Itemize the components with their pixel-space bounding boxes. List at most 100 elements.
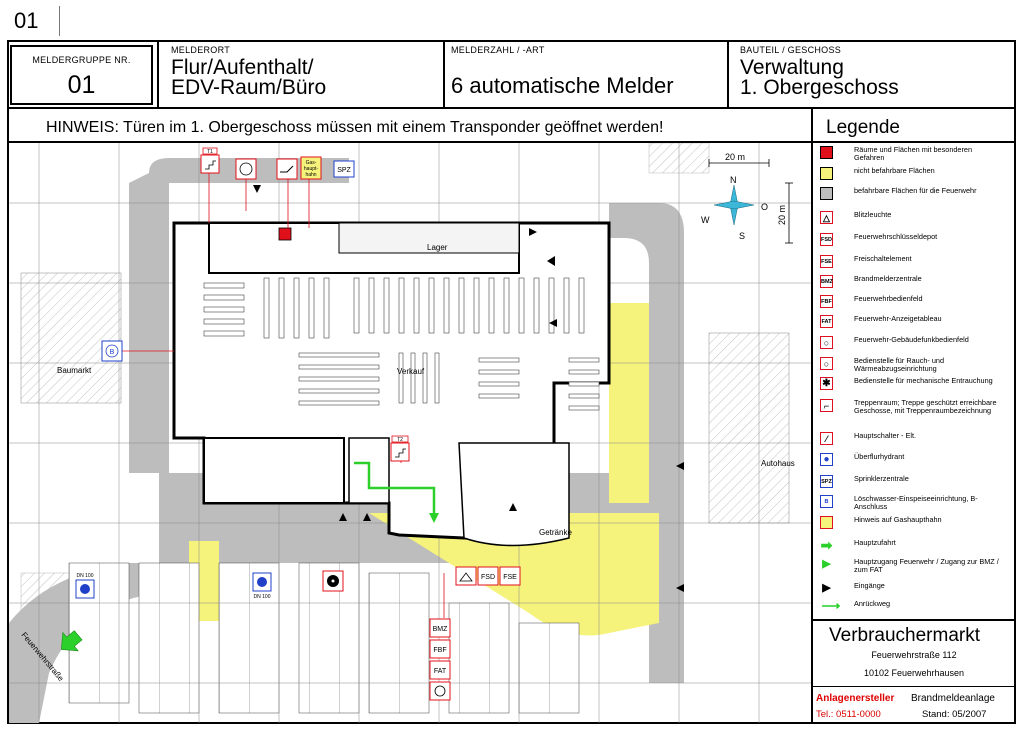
svg-text:B: B <box>110 349 115 356</box>
legend-text: Blitzleuchte <box>854 210 892 219</box>
market-name: Verbrauchermarkt <box>829 625 981 646</box>
legend-text: Feuerwehr-Gebäudefunkbedienfeld <box>854 335 969 344</box>
page-number-divider <box>59 6 60 36</box>
gas-icon <box>820 516 833 529</box>
legend-code: SPZ <box>821 479 832 485</box>
legend-text: Brandmelderzentrale <box>854 274 922 283</box>
main-access-arrow <box>61 630 83 652</box>
legend-title: Legende <box>826 117 900 138</box>
hint-bottom-line <box>7 141 1016 143</box>
page-number: 01 <box>14 8 39 33</box>
location-cell: MELDERORT Flur/Aufenthalt/ EDV-Raum/Büro <box>171 45 326 98</box>
fire-brigade-access-arrow <box>429 513 439 523</box>
system-type: Brandmeldeanlage <box>911 693 995 704</box>
header-divider-1 <box>157 40 159 108</box>
box-icon: SPZ <box>820 475 833 488</box>
box-icon: FBF <box>820 295 833 308</box>
footer-mid-line <box>811 686 1016 687</box>
group-number-value: 01 <box>67 71 96 99</box>
legend-text: Feuerwehrbedienfeld <box>854 294 923 303</box>
part-line-2: 1. Obergeschoss <box>740 76 899 99</box>
legend-text: Sprinklerzentrale <box>854 474 909 483</box>
compass-w: W <box>701 215 710 225</box>
hydrant-icon-2: DN 100 <box>252 572 272 600</box>
count-cell: MELDERZAHL / -ART 6 automatische Melder <box>451 45 674 99</box>
green-line-arrow-icon: ⟶ <box>820 598 842 613</box>
dn2-label: DN 100 <box>254 594 271 600</box>
yellow-square <box>820 167 833 180</box>
legend-text: Bedienstelle für Rauch- und Wärmeabzugse… <box>854 356 945 373</box>
bmz-stack: BMZ FBF FAT <box>429 618 451 701</box>
legend: Räume und Flächen mit besonderen Gefahre… <box>812 143 1016 619</box>
label-getraenke: Getränke <box>539 528 572 537</box>
black-triangle-icon: ▶ <box>820 582 833 595</box>
box-icon: FAT <box>820 315 833 328</box>
hint-text: HINWEIS: Türen im 1. Obergeschoss müssen… <box>46 119 664 136</box>
legend-text: Anrückweg <box>854 599 891 608</box>
location-line-1: Flur/Aufenthalt/ <box>171 56 314 79</box>
legend-code: FAT <box>821 319 832 325</box>
approach-route <box>354 461 436 513</box>
box-icon: FSE <box>820 255 833 268</box>
compass: N S W O <box>701 175 768 241</box>
legend-text: Feuerwehr-Anzeigetableau <box>854 314 942 323</box>
footer-top-line <box>811 619 1016 621</box>
scale-label: 20 m <box>725 152 745 162</box>
count-value: 6 automatische Melder <box>451 73 674 98</box>
radio-unit-icon: ○ <box>820 336 833 349</box>
red-square <box>820 146 833 159</box>
switch-icon <box>276 158 298 180</box>
location-line-2: EDV-Raum/Büro <box>171 76 327 99</box>
green-triangle-icon: ▶ <box>820 558 833 571</box>
shelving <box>203 277 600 411</box>
autohaus-hatch <box>708 332 790 524</box>
compass-o: O <box>761 202 768 212</box>
legend-text: Eingänge <box>854 581 885 590</box>
gas-icon: Gas- haupt- hahn <box>300 156 322 180</box>
location-label: MELDERORT <box>171 45 231 55</box>
b-connection-icon: B <box>820 495 833 508</box>
t2-label: T2 <box>397 437 403 443</box>
green-arrow-icon: ➡ <box>820 537 833 553</box>
part-cell: BAUTEIL / GESCHOSS Verwaltung 1. Oberges… <box>740 45 899 98</box>
fsd-box: FSD <box>477 566 499 586</box>
legend-text: befahrbare Flächen für die Feuerwehr <box>854 186 977 195</box>
market-address-1: Feuerwehrstraße 112 <box>871 650 957 660</box>
switch-icon: ⁄ <box>820 432 833 445</box>
dn1-label: DN 100 <box>77 573 94 579</box>
compass-n: N <box>730 175 737 185</box>
legend-code: FSE <box>821 259 832 265</box>
market-address-2: 10102 Feuerwehrhausen <box>863 668 965 678</box>
bmz-label: BMZ <box>433 626 449 633</box>
gas-label-3: hahn <box>305 172 316 178</box>
scale-label-vertical: 20 m <box>777 205 787 225</box>
header-divider-3 <box>727 40 729 108</box>
legend-text: Überflurhydrant <box>854 452 905 461</box>
hydrant-icon: ● <box>820 453 833 466</box>
header-bottom-line <box>7 107 1016 109</box>
fsd-label: FSD <box>481 574 495 581</box>
legend-divider <box>811 108 813 724</box>
label-baumarkt: Baumarkt <box>57 366 92 375</box>
legend-text: Feuerwehrschlüsseldepot <box>854 232 938 241</box>
smoke-vent-icon <box>235 158 257 180</box>
symbol-t2: T2 <box>390 435 410 462</box>
box-icon: FSD <box>820 233 833 246</box>
compass-s: S <box>739 231 745 241</box>
group-number-label: MELDERGRUPPE NR. <box>32 55 131 65</box>
label-verkauf: Verkauf <box>397 367 425 376</box>
gas-label-1: Gas- <box>306 160 317 166</box>
baumarkt-hatch <box>20 272 122 404</box>
entrance-markers <box>253 185 684 592</box>
driveway-west <box>129 158 349 473</box>
yellow-area-east <box>609 303 649 503</box>
legend-text: Treppenraum; Treppe geschützt erreichbar… <box>854 398 997 415</box>
flash-light-icon <box>455 566 477 586</box>
symbol-t1: T1 <box>200 147 220 174</box>
hydrant-icon-1: DN 100 <box>75 573 95 599</box>
fse-label: FSE <box>503 574 517 581</box>
fan-icon <box>322 570 344 592</box>
label-lager: Lager <box>427 243 448 252</box>
legend-code: BMZ <box>821 279 833 285</box>
fbf-label: FBF <box>433 647 446 654</box>
